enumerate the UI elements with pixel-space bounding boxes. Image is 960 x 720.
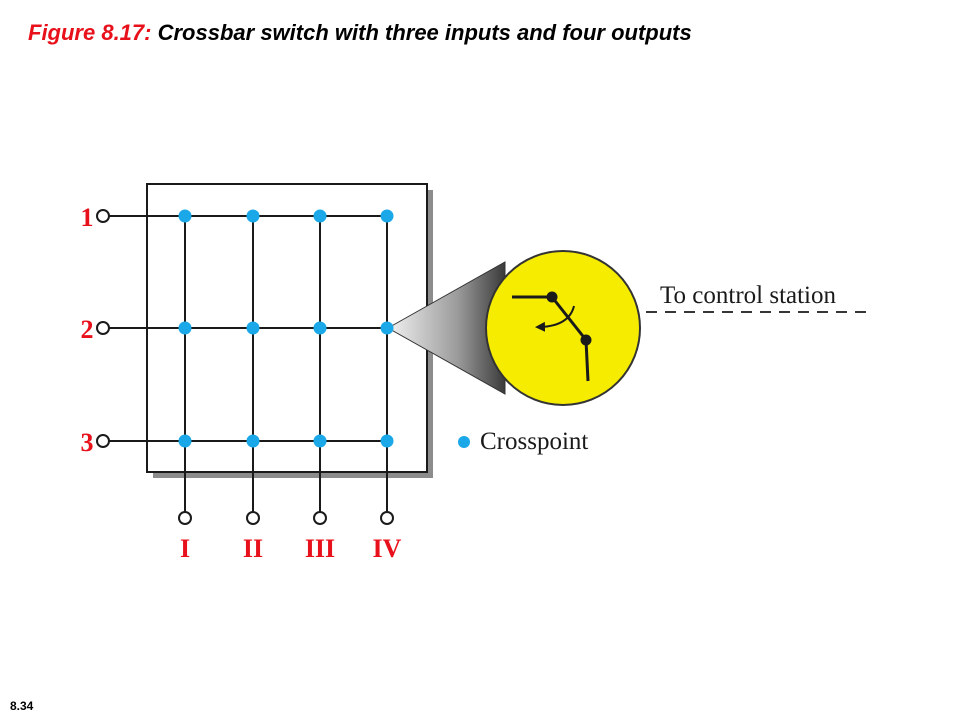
crosspoint-dot xyxy=(178,209,192,223)
switch-pivot-dot xyxy=(546,291,558,303)
figure-number: Figure 8.17: xyxy=(28,20,152,45)
crosspoint-dot xyxy=(313,209,327,223)
switch-motion-arrow xyxy=(535,305,575,332)
crosspoint-legend-dot xyxy=(458,436,470,448)
crosspoint-dot xyxy=(246,434,260,448)
output-label: II xyxy=(243,534,263,563)
output-terminal xyxy=(246,511,260,525)
slide-number: 8.34 xyxy=(10,699,34,713)
figure-caption: Crossbar switch with three inputs and fo… xyxy=(157,20,692,45)
output-terminal xyxy=(313,511,327,525)
output-lines xyxy=(184,216,388,512)
input-terminal xyxy=(96,209,110,223)
control-station-label: To control station xyxy=(660,282,837,309)
switch-output-wire xyxy=(584,339,590,382)
input-label: 3 xyxy=(81,428,94,457)
output-label: III xyxy=(305,534,335,563)
crosspoint-dot xyxy=(313,321,327,335)
magnifier-circle xyxy=(485,250,641,406)
input-terminal xyxy=(96,434,110,448)
output-label: I xyxy=(180,534,190,563)
input-labels: 1 2 3 xyxy=(81,203,94,457)
crosspoint-dot xyxy=(380,209,394,223)
crosspoint-dot xyxy=(380,321,394,335)
crosspoint-dot xyxy=(178,434,192,448)
crosspoint-dot xyxy=(380,434,394,448)
switch-contact xyxy=(550,296,588,341)
crosspoint-dot xyxy=(178,321,192,335)
input-terminals xyxy=(96,209,110,448)
crosspoint-legend-label: Crosspoint xyxy=(480,428,588,455)
crosspoints xyxy=(178,209,394,448)
input-label: 2 xyxy=(81,315,94,344)
output-terminal xyxy=(178,511,192,525)
figure-title: Figure 8.17: Crossbar switch with three … xyxy=(28,20,692,46)
output-terminal xyxy=(380,511,394,525)
crosspoint-dot xyxy=(246,209,260,223)
input-terminal xyxy=(96,321,110,335)
crosspoint-magnifier xyxy=(485,250,641,406)
input-label: 1 xyxy=(81,203,94,232)
crosspoint-dot xyxy=(313,434,327,448)
crosspoint-dot xyxy=(246,321,260,335)
output-label: IV xyxy=(373,534,402,563)
switch-contact-dot xyxy=(580,334,592,346)
output-terminals xyxy=(178,511,394,525)
